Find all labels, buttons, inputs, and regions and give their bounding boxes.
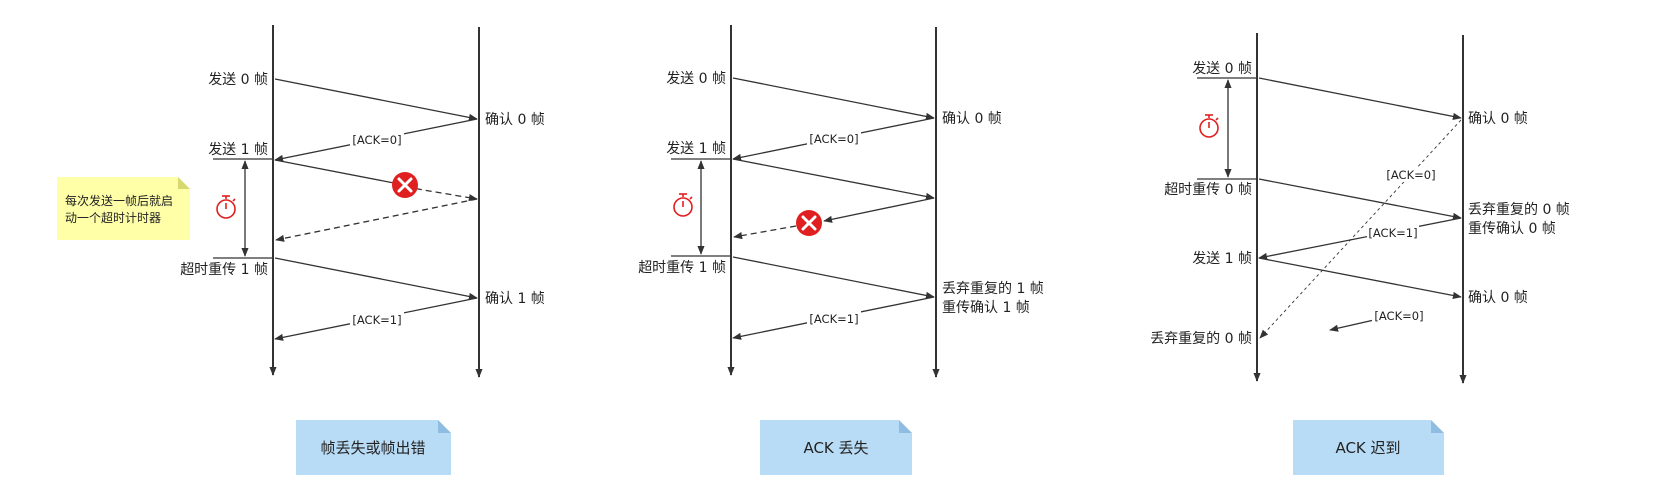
label-discard0: 丢弃重复的 0 帧 <box>1468 201 1570 218</box>
frame0-arrow <box>274 78 478 121</box>
label-reconfirm0: 重传确认 0 帧 <box>1468 221 1556 237</box>
timer-note: 每次发送一帧后就启 动一个超时计时器 <box>57 177 190 240</box>
label-send0: 发送 0 帧 <box>1192 61 1252 77</box>
label-send1: 发送 1 帧 <box>666 141 726 157</box>
panel-ack-late: [ACK=0] [ACK=1] [ACK=0] 发送 0 帧 确认 0 帧 超时… <box>1150 33 1570 475</box>
caption-ack-loss: ACK 丢失 <box>760 420 912 475</box>
late-ack0-arrow <box>1259 119 1462 339</box>
label-send0: 发送 0 帧 <box>208 72 268 88</box>
ack0-label: [ACK=0] <box>809 132 858 146</box>
error-x-icon <box>392 172 418 198</box>
label-confirm0: 确认 0 帧 <box>942 111 1002 127</box>
frame0-arrow <box>1258 77 1462 120</box>
frame1-arrow <box>732 158 935 200</box>
caption-text: ACK 迟到 <box>1335 439 1400 457</box>
frame1-resend-arrow <box>732 256 935 299</box>
ack1-lost-arrow <box>823 197 935 223</box>
label-send1: 发送 1 帧 <box>1192 251 1252 267</box>
stopwatch-icon <box>673 193 693 217</box>
panel-frame-loss: [ACK=0] [ACK=1] 发送 0 帧 确认 0 帧 发送 1 帧 超时重… <box>57 25 545 475</box>
ack1-label: [ACK=1] <box>352 313 401 327</box>
note-line2: 动一个超时计时器 <box>65 210 161 225</box>
label-send1: 发送 1 帧 <box>208 142 268 158</box>
panel-ack-loss: [ACK=0] [ACK=1] 发送 0 帧 确认 0 帧 发送 1 帧 超时重… <box>638 25 1044 475</box>
label-reconfirm1: 重传确认 1 帧 <box>942 300 1030 316</box>
caption-frame-loss: 帧丢失或帧出错 <box>296 420 451 475</box>
note-line1: 每次发送一帧后就启 <box>65 193 173 208</box>
ack0-b-label: [ACK=0] <box>1374 309 1423 323</box>
label-confirm0: 确认 0 帧 <box>485 112 545 128</box>
label-discard-dup: 丢弃重复的 0 帧 <box>1150 330 1252 347</box>
label-resend1: 超时重传 1 帧 <box>180 262 268 278</box>
timeout-dashed-arrow <box>275 198 478 242</box>
label-resend1: 超时重传 1 帧 <box>638 260 726 276</box>
frame1-arrow <box>274 159 395 184</box>
label-confirm1: 确认 1 帧 <box>485 291 545 307</box>
label-confirm0-a: 确认 0 帧 <box>1468 111 1528 127</box>
ack1-lost-dashed <box>733 225 797 240</box>
error-x-icon <box>796 210 822 236</box>
stopwatch-icon <box>216 195 236 219</box>
label-send0: 发送 0 帧 <box>666 71 726 87</box>
caption-ack-late: ACK 迟到 <box>1293 420 1444 475</box>
frame0-resend-arrow <box>1258 178 1462 220</box>
frame1-resend-arrow <box>274 257 478 300</box>
frame0-arrow <box>732 77 935 120</box>
ack0-label: [ACK=0] <box>352 133 401 147</box>
label-resend0: 超时重传 0 帧 <box>1164 182 1252 198</box>
frame1-arrow <box>1258 257 1462 299</box>
ack1-label: [ACK=1] <box>809 312 858 326</box>
ack1-label: [ACK=1] <box>1368 226 1417 240</box>
label-discard1: 丢弃重复的 1 帧 <box>942 280 1044 297</box>
ack0-late-label: [ACK=0] <box>1386 168 1435 182</box>
caption-text: 帧丢失或帧出错 <box>320 439 425 457</box>
stopwatch-icon <box>1199 114 1219 138</box>
ack1-arrow <box>1258 217 1462 260</box>
label-confirm0-b: 确认 0 帧 <box>1468 290 1528 306</box>
caption-text: ACK 丢失 <box>803 439 868 457</box>
frame1-lost-dashed <box>405 186 478 202</box>
